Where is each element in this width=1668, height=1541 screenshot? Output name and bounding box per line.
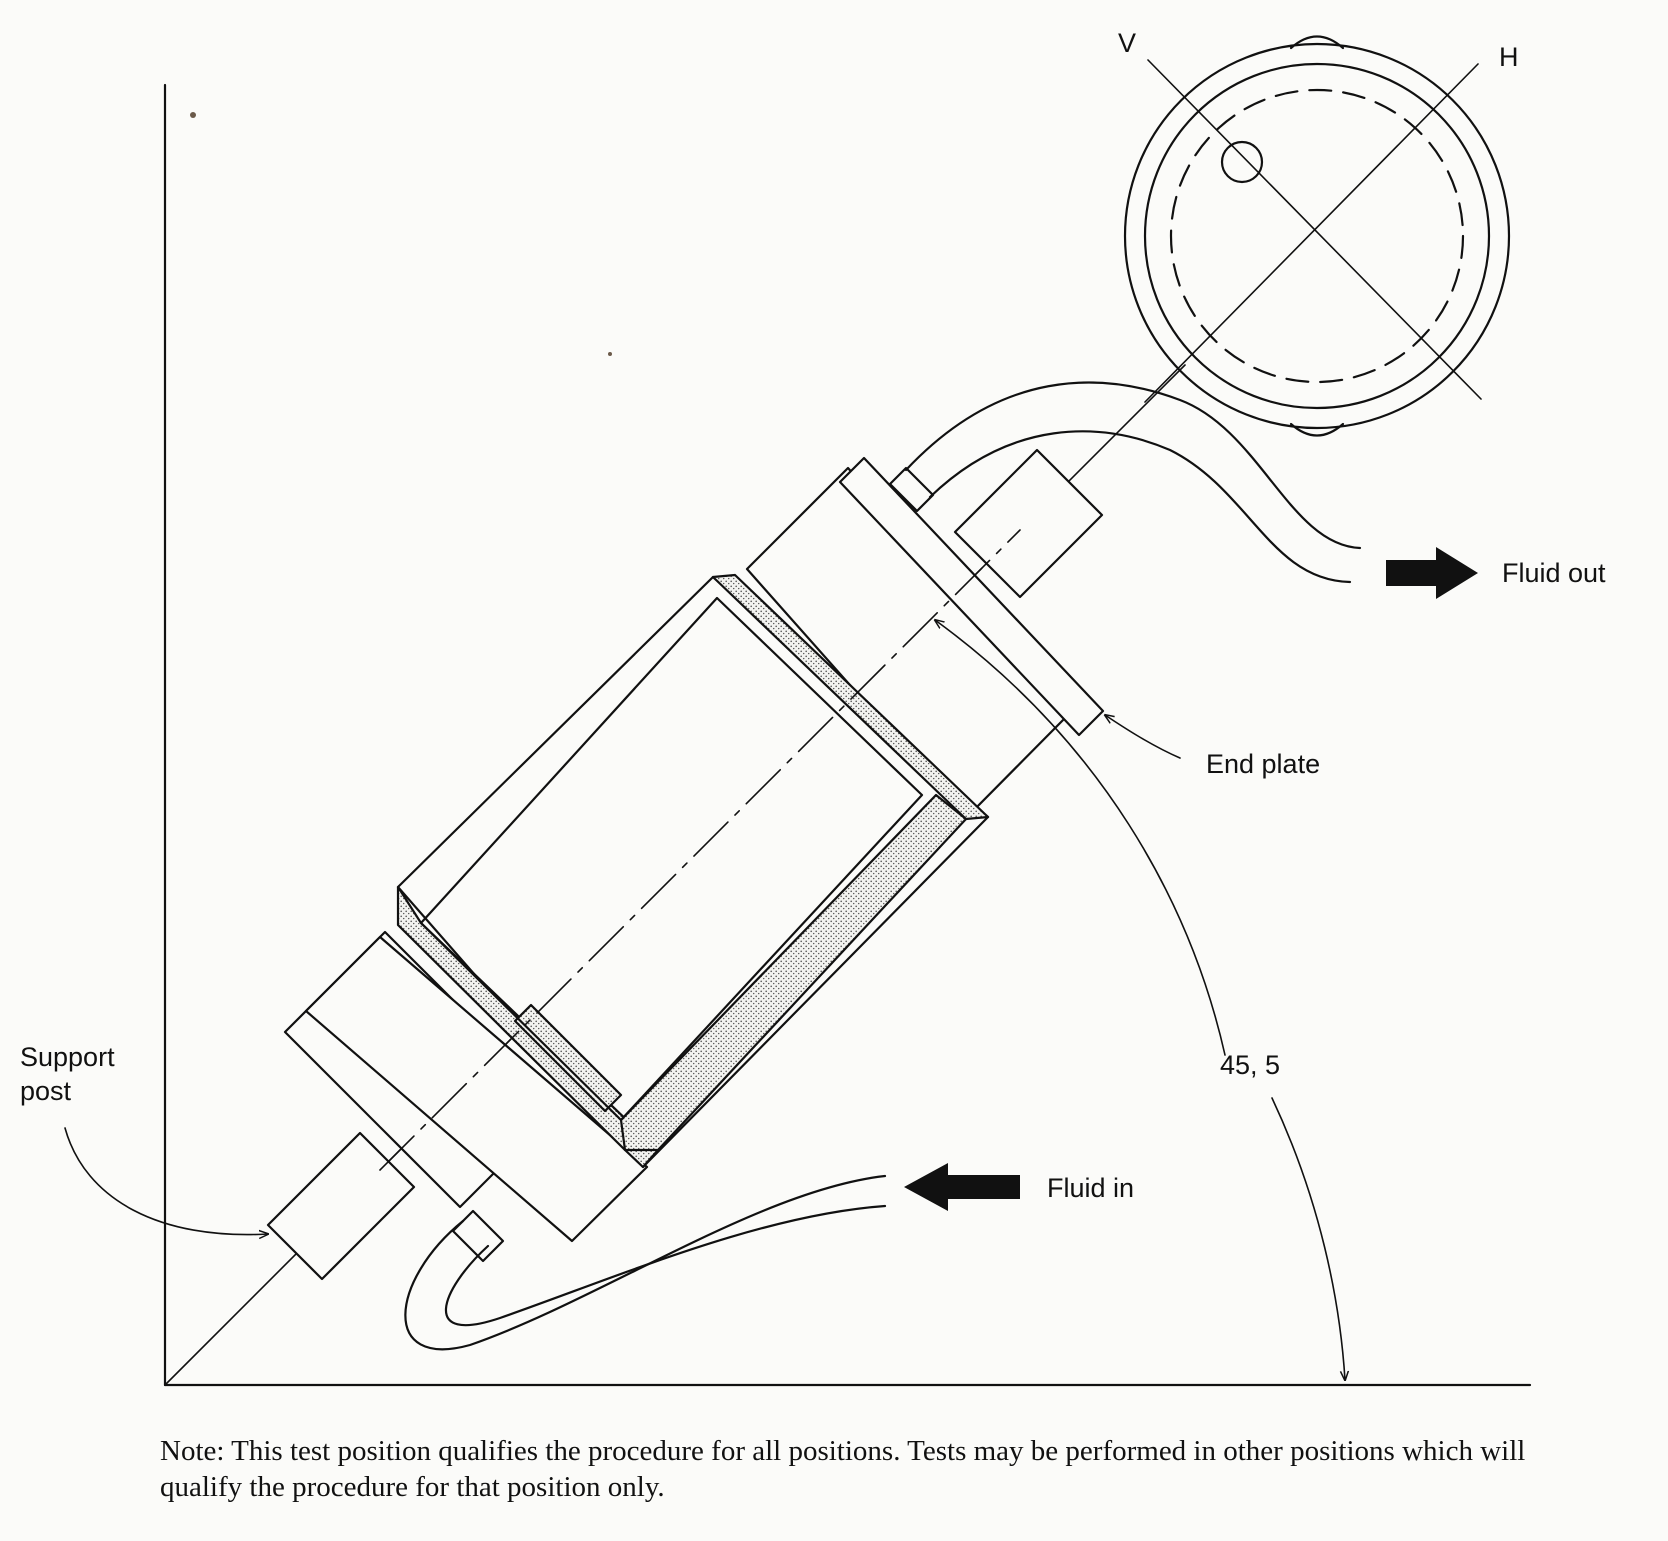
position-hole [1220, 140, 1264, 184]
angle-arc-lower [1271, 1097, 1345, 1380]
support-post [266, 1131, 416, 1281]
label-support-post-2: post [20, 1076, 72, 1106]
label-fluid-out: Fluid out [1502, 558, 1606, 588]
stipple-band-right [619, 793, 968, 1152]
label-fluid-in: Fluid in [1047, 1173, 1134, 1203]
end-plate-leader [1105, 715, 1181, 759]
fluid-out-hose-upper [904, 381, 1362, 550]
support-post-leader [64, 1127, 268, 1235]
stipple-band-mid [513, 1003, 623, 1113]
fluid-in-hose-lower [444, 1204, 887, 1327]
label-angle: 45, 5 [1220, 1050, 1280, 1080]
tack-bottom [1289, 422, 1345, 437]
fluid-in-hose-upper [404, 1174, 887, 1351]
centerline-over-body [379, 529, 1021, 1171]
end-plate-upper [838, 456, 1105, 737]
label-end-plate: End plate [1206, 749, 1320, 779]
pipe-end-view [1123, 35, 1511, 437]
fluid-in-arrow-icon [904, 1163, 1020, 1211]
label-v: V [1118, 28, 1136, 58]
inner-bore [419, 596, 924, 1122]
note-text: Note: This test position qualifies the p… [160, 1435, 1526, 1503]
fluid-out-arrow-icon [1386, 547, 1478, 599]
fluid-out-hose-lower [928, 430, 1352, 584]
inlet-fitting [451, 1209, 505, 1263]
lower-collar [304, 935, 649, 1243]
top-boss [953, 448, 1104, 599]
speck [608, 352, 612, 356]
reference-line-45 [164, 1229, 321, 1386]
stipple-band-upper [711, 573, 990, 821]
label-h: H [1499, 42, 1519, 72]
axis-h [1144, 63, 1479, 403]
tack-top [1289, 35, 1345, 50]
angle-arc-upper [935, 620, 1226, 1056]
label-support-post-1: Support [20, 1042, 115, 1072]
speck [190, 112, 196, 118]
